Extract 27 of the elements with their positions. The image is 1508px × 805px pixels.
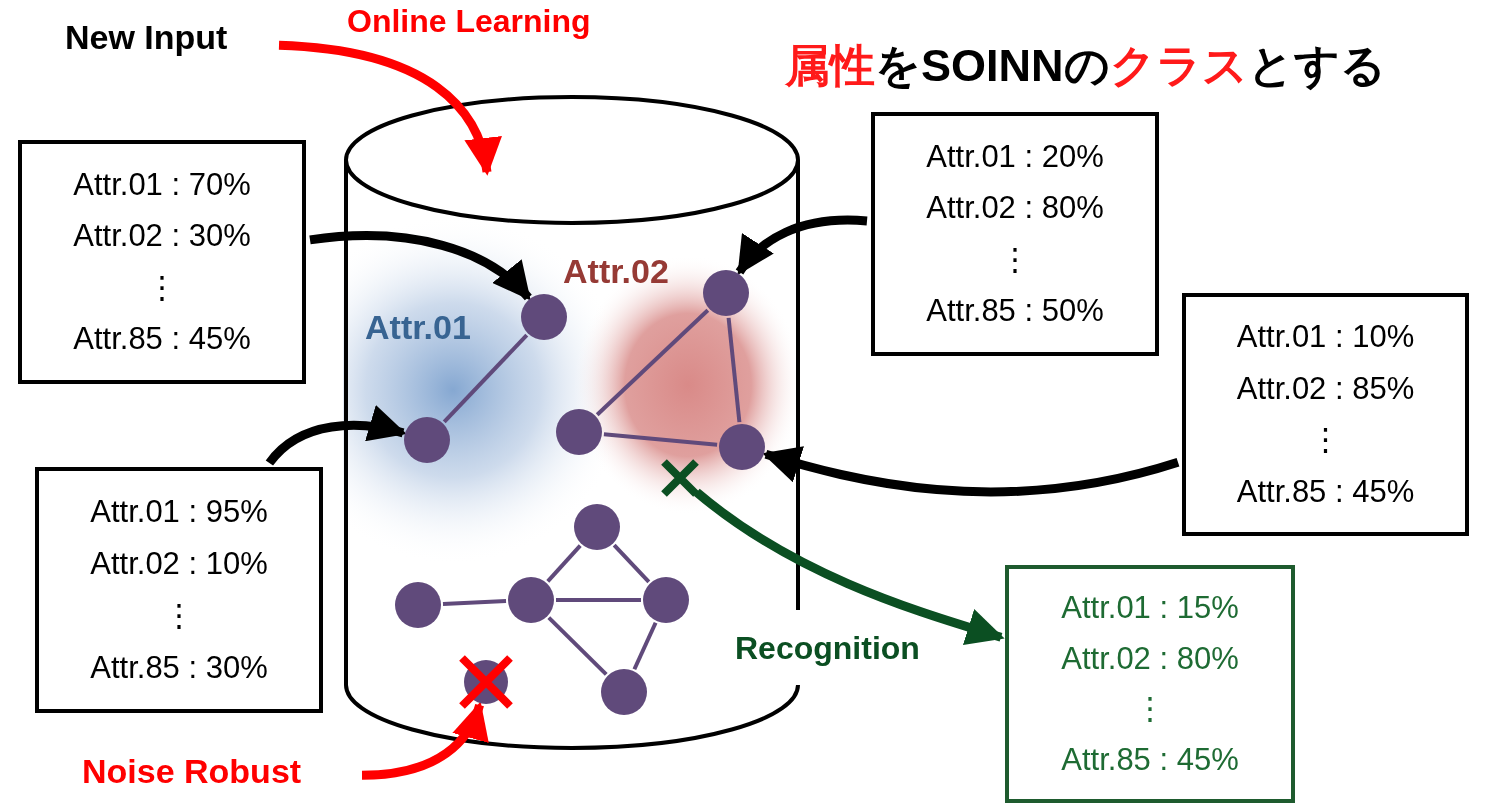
callout-text: Noise Robust	[82, 752, 302, 791]
attribute-box: Attr.01 : 10% Attr.02 : 85% ⋮ Attr.85 : 45%	[1182, 293, 1469, 536]
heading: 属性をSOINNのクラスとする	[785, 39, 1386, 93]
graph-link	[442, 599, 507, 606]
arrow	[762, 445, 1180, 497]
arrow	[361, 701, 487, 780]
graph-link	[546, 544, 582, 583]
arrow	[278, 40, 500, 176]
graph-link	[632, 621, 658, 671]
graph-link	[603, 432, 718, 447]
cluster-label: Attr.02	[563, 252, 669, 291]
arrow	[265, 405, 407, 466]
attribute-box: Attr.01 : 70% Attr.02 : 30% ⋮ Attr.85 : 45%	[18, 140, 306, 384]
arrow	[735, 215, 868, 276]
attribute-box: Attr.01 : 95% Attr.02 : 10% ⋮ Attr.85 : 30%	[35, 467, 323, 713]
graph-link	[556, 598, 641, 602]
cluster-label: Attr.01	[365, 308, 471, 347]
graph-link	[612, 543, 651, 584]
graph-link	[726, 317, 742, 423]
attribute-box: Attr.01 : 20% Attr.02 : 80% ⋮ Attr.85 : 50%	[871, 112, 1159, 356]
graph-link	[595, 308, 710, 417]
arrow	[309, 231, 532, 301]
graph-link	[442, 333, 529, 424]
attribute-box: Attr.01 : 15% Attr.02 : 80% ⋮ Attr.85 : 45%	[1005, 565, 1295, 803]
arrow	[693, 488, 1005, 646]
callout-text: New Input	[65, 18, 228, 57]
graph-link	[547, 616, 608, 676]
